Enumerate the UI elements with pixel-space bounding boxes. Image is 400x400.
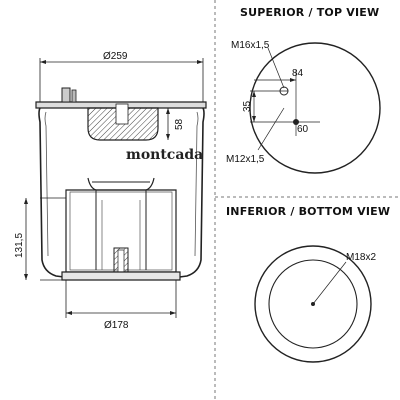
- bottom-view-inner-circle: [268, 259, 358, 349]
- dim-35-label: 35: [242, 100, 253, 112]
- bottom-thread-label: M18x2: [346, 252, 376, 263]
- piston-diameter-label: Ø178: [104, 320, 129, 331]
- overall-diameter-label: Ø259: [103, 51, 128, 62]
- top-view-title: SUPERIOR / TOP VIEW: [240, 6, 379, 19]
- top-view: SUPERIOR / TOP VIEW 84 35 60 M16x1,5 M12…: [226, 6, 381, 174]
- thread-lower-label: M12x1,5: [226, 154, 265, 165]
- bottom-view-outer-circle: [254, 245, 372, 363]
- height-label: 131,5: [14, 233, 25, 258]
- bellows-outline: [38, 107, 205, 279]
- bottom-view: INFERIOR / BOTTOM VIEW M18x2: [226, 205, 390, 363]
- top-stud: [61, 87, 71, 103]
- bottom-view-title: INFERIOR / BOTTOM VIEW: [226, 205, 390, 218]
- plate-dim-label: 58: [174, 118, 185, 130]
- dim-60-label: 60: [297, 124, 309, 135]
- thread-upper-label: M16x1,5: [231, 40, 270, 51]
- side-view: Ø259 58 montcada: [14, 51, 207, 331]
- top-view-outer-circle: [249, 42, 381, 174]
- dim-84-label: 84: [292, 68, 304, 79]
- brand-logo-text: montcada: [126, 147, 203, 163]
